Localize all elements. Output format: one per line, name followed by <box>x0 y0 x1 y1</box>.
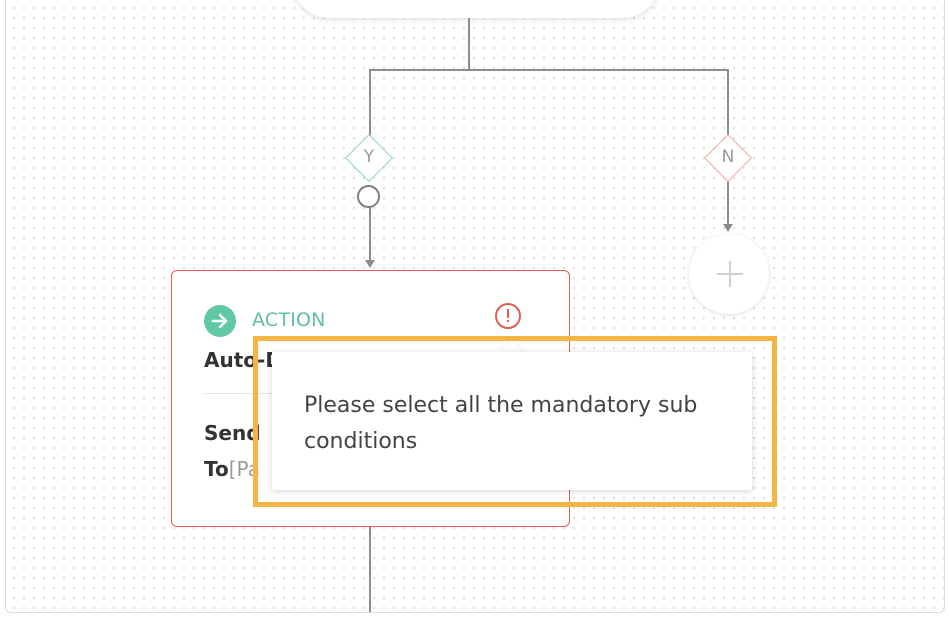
action-name: Auto-D <box>204 348 282 372</box>
workflow-canvas[interactable]: Y N ACTION Auto-D Send To[Pa Please sele… <box>5 0 945 613</box>
arrow-down-icon <box>723 224 733 232</box>
connector-line <box>727 69 729 139</box>
connector-line <box>369 526 371 612</box>
arrow-down-icon <box>365 260 375 268</box>
connector-node-handle[interactable] <box>357 185 380 208</box>
to-field: To[Pa <box>204 457 260 481</box>
no-branch-label: N <box>721 147 735 167</box>
add-step-button[interactable] <box>689 234 769 314</box>
highlight-box <box>253 336 777 507</box>
yes-branch-label: Y <box>363 147 375 167</box>
connector-line <box>727 176 729 226</box>
tooltip-message: Please select all the mandatory sub cond… <box>304 393 698 454</box>
connector-line <box>369 69 728 71</box>
connector-line <box>468 18 470 70</box>
connector-line <box>369 206 371 262</box>
send-label: Send <box>204 421 261 445</box>
error-tooltip: Please select all the mandatory sub cond… <box>272 352 752 490</box>
to-label: To <box>204 457 229 481</box>
condition-node[interactable] <box>291 0 661 18</box>
error-alert-icon[interactable] <box>495 303 521 329</box>
action-type-label: ACTION <box>252 309 326 331</box>
connector-line <box>369 69 371 139</box>
arrow-right-icon <box>204 305 236 337</box>
